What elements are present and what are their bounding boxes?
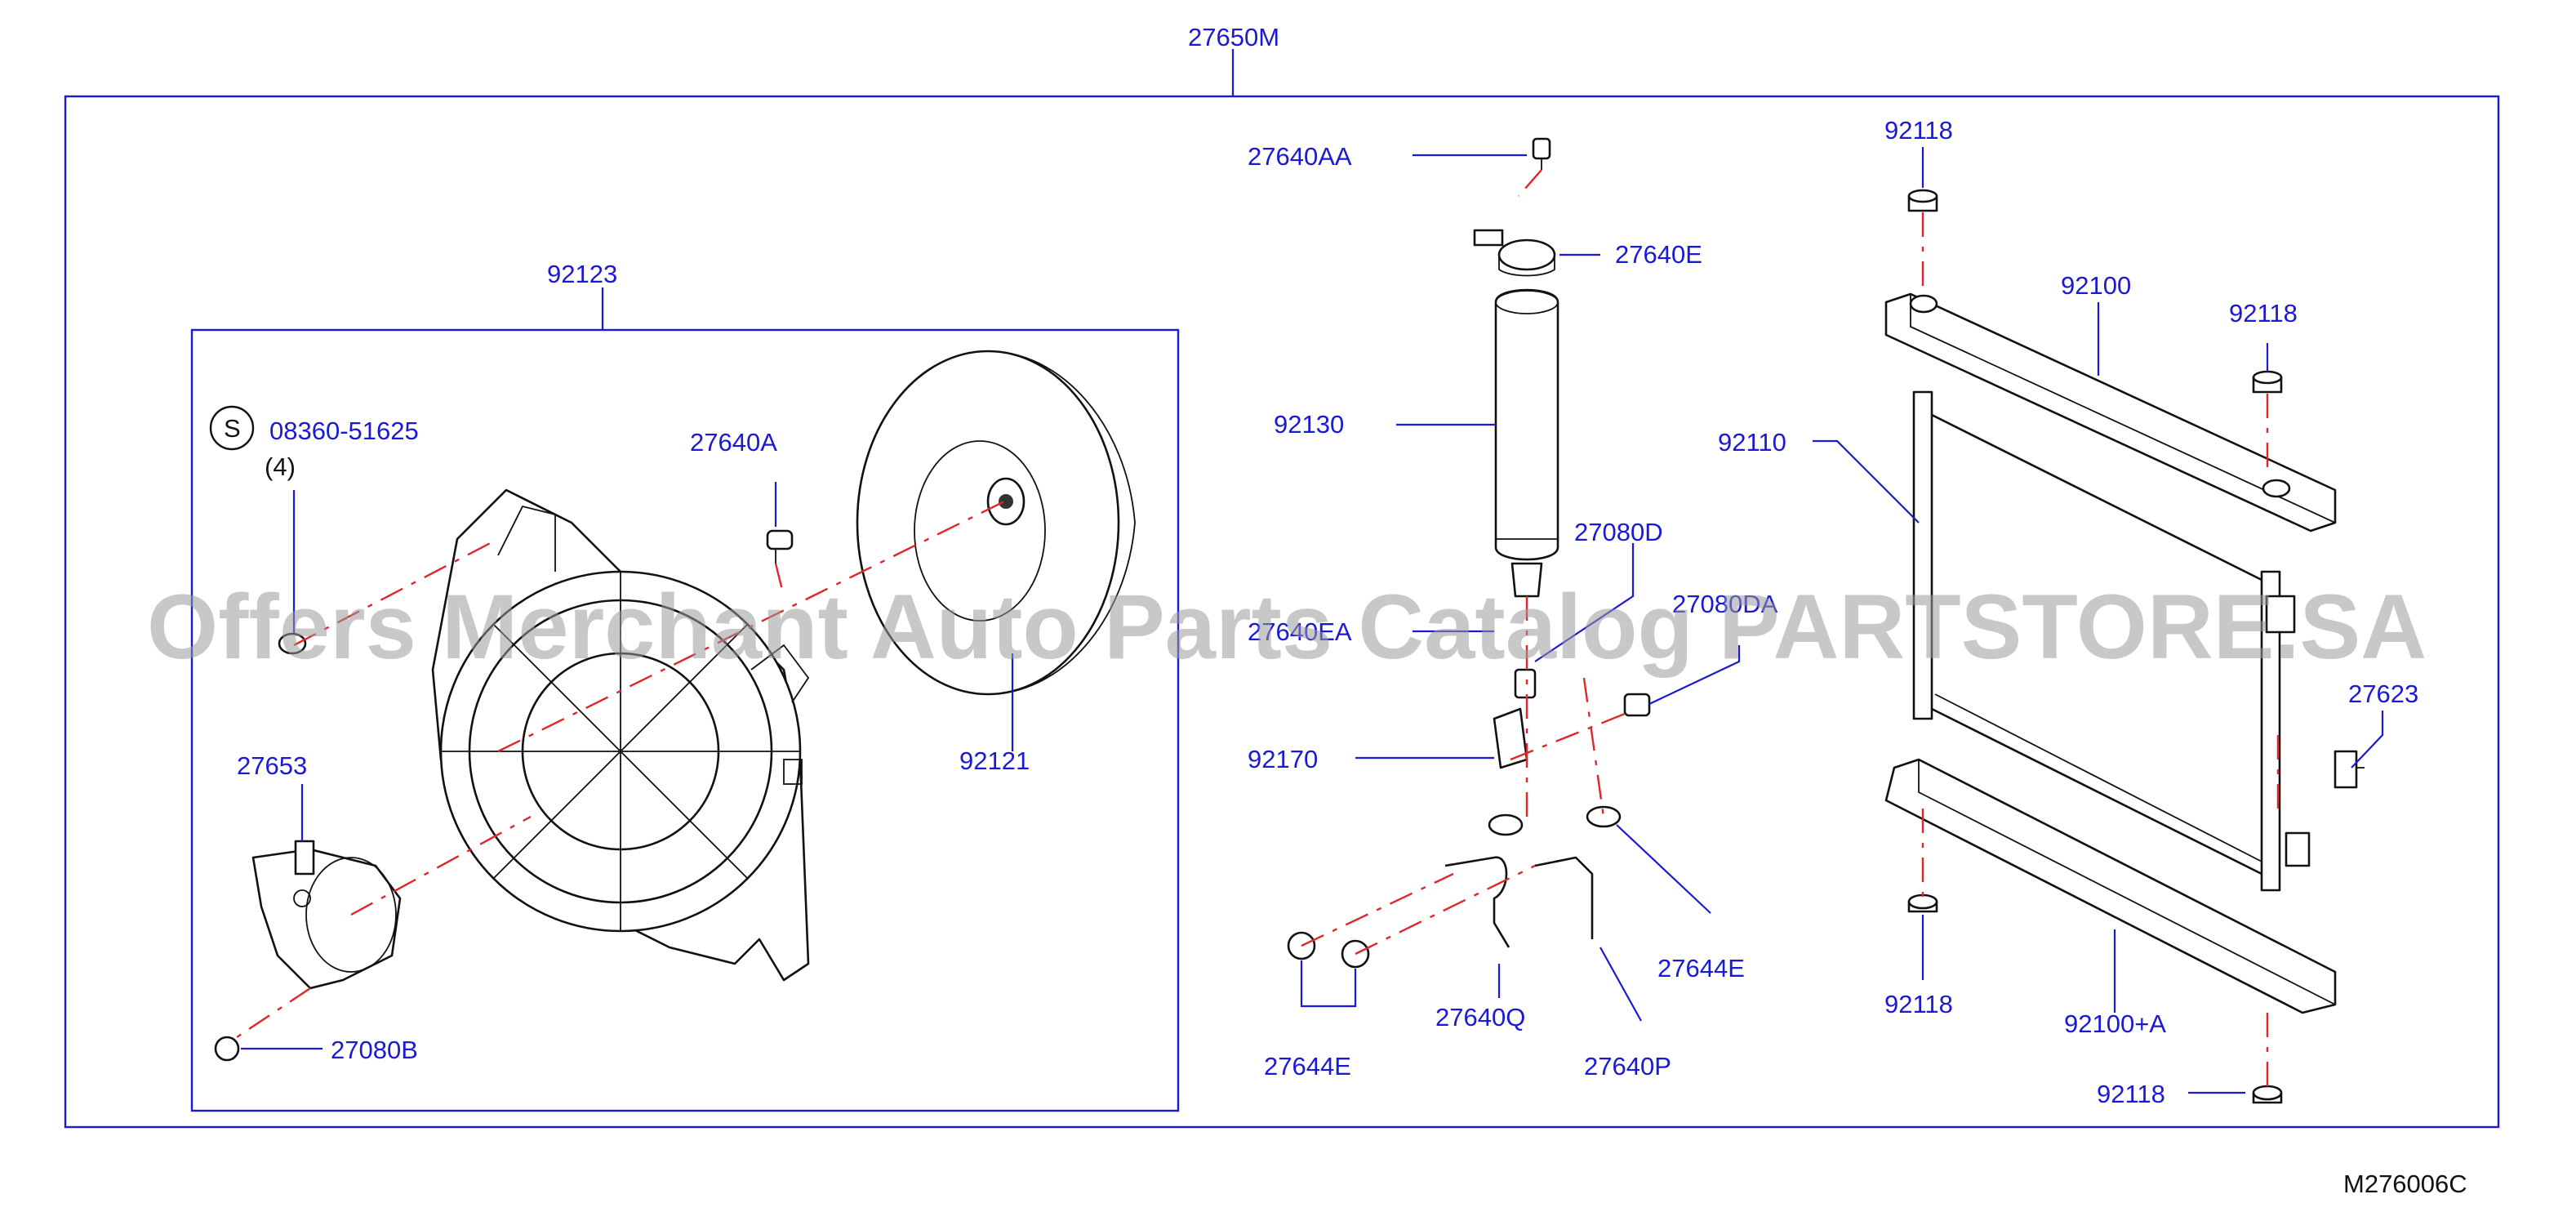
label-92118-top[interactable]: 92118 [1884, 116, 1953, 145]
center-lines-right [1921, 212, 2280, 1091]
condenser-drawing [1884, 292, 2365, 1014]
outer-assembly-label[interactable]: 27650M [1188, 23, 1279, 51]
label-27640p[interactable]: 27640P [1584, 1052, 1671, 1081]
leaders-left [241, 482, 1014, 1050]
label-27623[interactable]: 27623 [2348, 680, 2418, 708]
label-27640e[interactable]: 27640E [1615, 240, 1702, 269]
bolt-27640a-drawing [766, 529, 794, 564]
screw-left-drawing [278, 632, 307, 655]
label-27640aa[interactable]: 27640AA [1248, 142, 1352, 171]
bracket-27640e-drawing [1473, 229, 1556, 277]
label-27653[interactable]: 27653 [237, 751, 307, 780]
receiver-drier-92130-drawing [1494, 288, 1559, 598]
nut-27080b-drawing [214, 1036, 240, 1062]
label-92121[interactable]: 92121 [959, 746, 1030, 775]
leaders-right [1813, 147, 2384, 1094]
screw-symbol: S [224, 414, 241, 443]
label-27644e-left[interactable]: 27644E [1264, 1052, 1351, 1081]
screw-symbol-circle [209, 405, 255, 451]
leaders-middle [1300, 154, 1741, 1022]
label-92118-upper-right[interactable]: 92118 [2229, 299, 2298, 328]
inner-frame [190, 287, 1180, 1112]
label-27640a[interactable]: 27640A [690, 428, 777, 457]
center-lines-middle [1301, 169, 1634, 956]
label-92170[interactable]: 92170 [1248, 745, 1318, 773]
fan-motor-drawing [251, 840, 402, 990]
fittings-drawing [1287, 668, 1651, 969]
screw-part-number[interactable]: 08360-51625 [269, 417, 419, 445]
label-27080d[interactable]: 27080D [1574, 518, 1663, 546]
watermark: Offers Merchant Auto Parts Catalog PARTS… [147, 576, 2427, 678]
drawing-code: M276006C [2343, 1170, 2467, 1198]
center-lines-left [236, 500, 1005, 1038]
label-92100[interactable]: 92100 [2061, 271, 2131, 300]
screw-callout: S 08360-51625 (4) [209, 405, 419, 637]
screw-quantity: (4) [265, 452, 296, 481]
label-92118-bottom[interactable]: 92118 [2097, 1080, 2165, 1108]
outer-frame [64, 49, 2500, 1129]
bolt-27640aa-drawing [1532, 137, 1551, 170]
fan-shroud-drawing [431, 488, 810, 982]
label-27640q[interactable]: 27640Q [1435, 1003, 1525, 1032]
label-27080da[interactable]: 27080DA [1672, 590, 1778, 618]
label-27640ea[interactable]: 27640EA [1248, 617, 1352, 646]
inner-assembly-label[interactable]: 92123 [547, 260, 617, 288]
label-27080b[interactable]: 27080B [331, 1036, 418, 1064]
label-92130[interactable]: 92130 [1274, 410, 1344, 439]
label-27644e-right[interactable]: 27644E [1657, 954, 1745, 983]
label-92118-lower-left[interactable]: 92118 [1884, 990, 1953, 1018]
label-92110[interactable]: 92110 [1718, 428, 1786, 457]
label-92100-a[interactable]: 92100+A [2064, 1009, 2166, 1038]
fan-disk-drawing [856, 350, 1136, 696]
